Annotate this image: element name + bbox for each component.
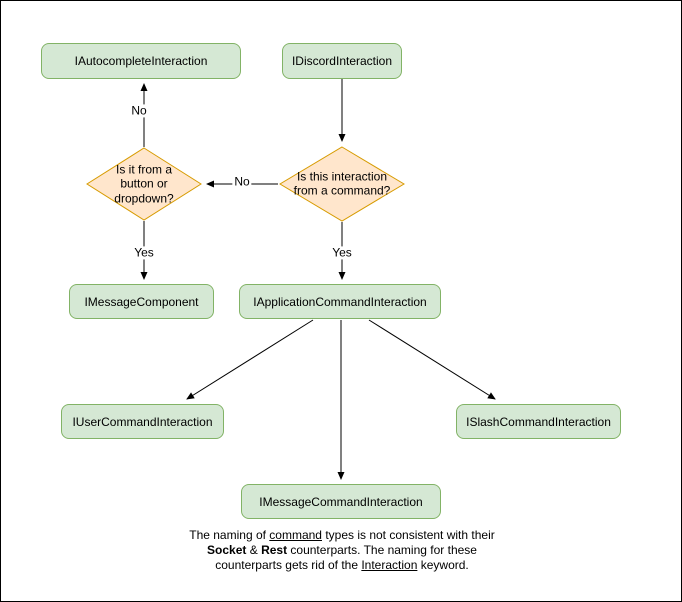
- node-slash-command-interaction: ISlashCommandInteraction: [456, 404, 621, 439]
- caption-line-2: Socket & Rest counterparts. The naming f…: [207, 543, 477, 557]
- connector-application-to-slash-command: [368, 319, 496, 400]
- decision-button-or-dropdown-label: Is it from a button or dropdown?: [114, 162, 174, 206]
- caption-line-1: The naming of command types is not consi…: [189, 528, 495, 542]
- connector-application-to-user-command: [186, 319, 314, 400]
- caption-bold-socket: Socket: [207, 543, 247, 557]
- caption-underlined-interaction: Interaction: [361, 558, 418, 572]
- edge-label-no-left: No: [232, 174, 252, 189]
- node-user-command-interaction: IUserCommandInteraction: [61, 404, 224, 439]
- edge-label-no-up: No: [129, 103, 149, 118]
- node-autocomplete-interaction: IAutocompleteInteraction: [41, 43, 241, 79]
- node-application-command-interaction: IApplicationCommandInteraction: [239, 284, 441, 319]
- edge-label-yes-left: Yes: [132, 245, 156, 260]
- decision-interaction-from-command: Is this interaction from a command?: [279, 146, 405, 222]
- caption-underlined-command: command: [269, 528, 322, 542]
- caption-bold-rest: Rest: [261, 543, 288, 557]
- caption-line-3: counterparts gets rid of the Interaction…: [215, 558, 469, 572]
- node-discord-interaction: IDiscordInteraction: [282, 43, 402, 79]
- diamond-shape: [279, 146, 405, 222]
- edge-label-yes-center: Yes: [330, 245, 354, 260]
- decision-button-or-dropdown: Is it from a button or dropdown?: [86, 147, 202, 221]
- caption-note: The naming of command types is not consi…: [146, 528, 538, 573]
- decision-interaction-from-command-label: Is this interaction from a command?: [293, 169, 391, 198]
- diamond-shape: [86, 147, 202, 221]
- node-message-command-interaction: IMessageCommandInteraction: [241, 484, 441, 519]
- node-message-component: IMessageComponent: [69, 284, 214, 319]
